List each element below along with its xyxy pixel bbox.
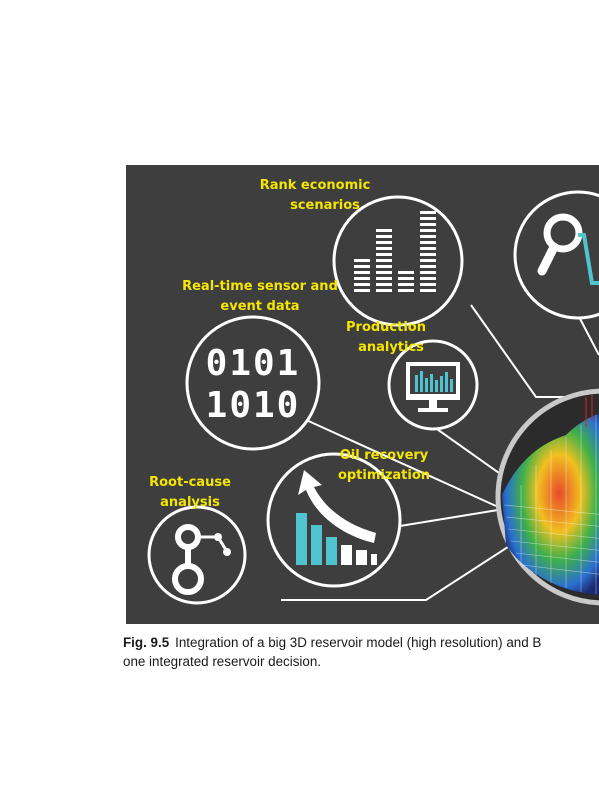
label-rank-line2: scenarios <box>290 198 360 213</box>
label-oil-recovery: Oil recovery optimization <box>330 446 438 486</box>
label-oil-line2: optimization <box>337 468 431 483</box>
label-root-line1: Root-cause <box>149 475 231 490</box>
label-oil-line1: Oil recovery <box>339 448 429 463</box>
label-rank-line1: Rank economic <box>259 178 371 193</box>
label-rank-economic: Rank economic scenarios <box>248 176 382 216</box>
label-realtime-line1: Real-time sensor and <box>182 279 338 294</box>
reservoir-model-icon <box>495 388 599 606</box>
label-realtime-line2: event data <box>220 299 300 314</box>
caption-figure-number: Fig. 9.5 <box>123 635 170 650</box>
reservoir-integration-diagram: 0101 1010 <box>126 165 599 624</box>
caption-line-2: one integrated reservoir decision. <box>123 654 321 669</box>
bar-chart-icon <box>332 195 464 327</box>
label-root-cause: Root-cause analysis <box>144 473 236 513</box>
monitor-chart-icon <box>387 339 479 431</box>
magnifier-icon <box>513 190 599 320</box>
figure-caption: Fig. 9.5 Integration of a big 3D reservoi… <box>123 633 599 671</box>
growth-arrow-icon <box>266 452 402 588</box>
binary-data-icon: 0101 1010 <box>185 315 321 451</box>
label-production-analytics: Production analytics <box>334 318 438 358</box>
binary-row-2: 1010 <box>206 385 301 426</box>
caption-text-1: Integration of a big 3D reservoir model … <box>175 635 542 650</box>
label-realtime-sensor: Real-time sensor and event data <box>182 277 338 317</box>
binary-row-1: 0101 <box>206 343 301 384</box>
diagram-canvas: 0101 1010 <box>147 190 599 606</box>
label-production-line2: analytics <box>358 340 424 355</box>
node-graph-icon <box>147 505 247 605</box>
caption-line-1: Fig. 9.5 Integration of a big 3D reservoi… <box>123 633 599 652</box>
label-root-line2: analysis <box>160 495 220 510</box>
label-production-line1: Production <box>346 320 426 335</box>
